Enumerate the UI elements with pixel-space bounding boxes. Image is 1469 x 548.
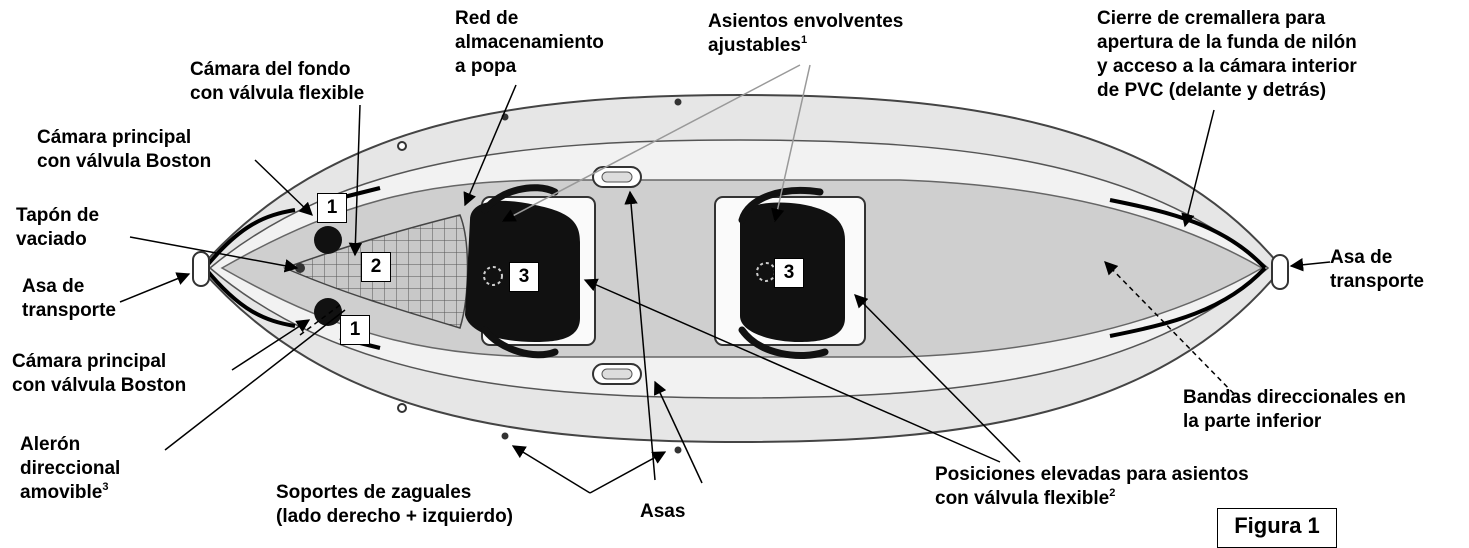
badge-seat-rear: 3 xyxy=(509,262,539,292)
label-text: con válvula flexible xyxy=(935,488,1110,509)
kayak-diagram xyxy=(119,64,1331,494)
leader-lines xyxy=(119,84,1331,494)
badge-floor-chamber: 2 xyxy=(361,252,391,282)
label-line: Red de xyxy=(455,8,519,29)
label-carry-handle-right: Asa de transporte xyxy=(1330,246,1424,294)
label-fin: Alerón direccional amovible3 xyxy=(20,433,120,505)
label-line: la parte inferior xyxy=(1183,411,1322,432)
badge-main-chamber-bottom: 1 xyxy=(340,315,370,345)
label-line: Bandas direccionales en xyxy=(1183,387,1406,408)
seam-left-top xyxy=(203,208,296,270)
label-line: almacenamiento xyxy=(455,32,604,53)
valve-boston-bottom xyxy=(314,298,342,326)
label-text: ajustables xyxy=(708,35,801,56)
label-line: a popa xyxy=(455,56,517,77)
label-line: Cierre de cremallera para xyxy=(1097,8,1326,29)
label-line: amovible3 xyxy=(20,481,120,505)
label-line: con válvula Boston xyxy=(12,375,187,396)
label-carry-handle-left: Asa de transporte xyxy=(22,275,116,323)
label-line: de PVC (delante y detrás) xyxy=(1097,80,1327,101)
label-stern-net: Red de almacenamiento a popa xyxy=(455,7,604,79)
label-line: transporte xyxy=(22,300,116,321)
label-line: Alerón xyxy=(20,434,81,455)
seam-right-bottom xyxy=(1109,266,1267,338)
label-main-chamber-top: Cámara principal con válvula Boston xyxy=(37,126,211,174)
label-line: Cámara principal xyxy=(12,351,167,372)
label-tracking-strips: Bandas direccionales en la parte inferio… xyxy=(1183,386,1406,434)
badge-main-chamber-top: 1 xyxy=(317,193,347,223)
label-line: ajustables1 xyxy=(708,34,903,58)
label-line: Asa de xyxy=(22,276,85,297)
grey-leader-lines xyxy=(501,64,811,223)
label-line: con válvula flexible xyxy=(190,83,365,104)
label-line: Cámara del fondo xyxy=(190,59,351,80)
footnote-mark: 3 xyxy=(102,481,109,493)
label-floor-chamber: Cámara del fondo con válvula flexible xyxy=(190,58,364,106)
badge-seat-front: 3 xyxy=(774,258,804,288)
label-line: Soportes de zaguales xyxy=(276,482,472,503)
label-text: amovible xyxy=(20,482,103,503)
carry-handle-right xyxy=(1271,254,1289,290)
label-line: Asientos envolventes xyxy=(708,11,904,32)
footnote-mark: 2 xyxy=(1109,487,1116,499)
label-line: Tapón de xyxy=(16,205,100,226)
label-line: con válvula Boston xyxy=(37,151,212,172)
figure-label: Figura 1 xyxy=(1217,508,1337,548)
label-zipper: Cierre de cremallera para apertura de la… xyxy=(1097,7,1357,103)
label-drain-plug: Tapón de vaciado xyxy=(16,204,99,252)
label-line: vaciado xyxy=(16,229,87,250)
label-line: Cámara principal xyxy=(37,127,192,148)
valve-boston-top xyxy=(314,226,342,254)
label-line: apertura de la funda de nilón xyxy=(1097,32,1357,53)
label-seat-positions: Posiciones elevadas para asientos con vá… xyxy=(935,463,1249,511)
seam-right-top xyxy=(1109,198,1267,270)
label-paddle-holders: Soportes de zaguales (lado derecho + izq… xyxy=(276,481,513,529)
label-line: direccional xyxy=(20,458,121,479)
label-line: (lado derecho + izquierdo) xyxy=(276,506,513,527)
label-line: Asa de xyxy=(1330,247,1393,268)
label-handles: Asas xyxy=(640,500,685,524)
label-seats: Asientos envolventes ajustables1 xyxy=(708,10,903,58)
label-line: y acceso a la cámara interior xyxy=(1097,56,1357,77)
label-main-chamber-bottom: Cámara principal con válvula Boston xyxy=(12,350,186,398)
seam-left-bottom xyxy=(203,266,296,328)
label-line: transporte xyxy=(1330,271,1424,292)
footnote-mark: 1 xyxy=(800,34,808,46)
carry-handle-left xyxy=(192,251,210,287)
label-line: con válvula flexible2 xyxy=(935,487,1249,511)
label-line: Posiciones elevadas para asientos xyxy=(935,464,1249,485)
label-line: Asas xyxy=(640,501,686,522)
